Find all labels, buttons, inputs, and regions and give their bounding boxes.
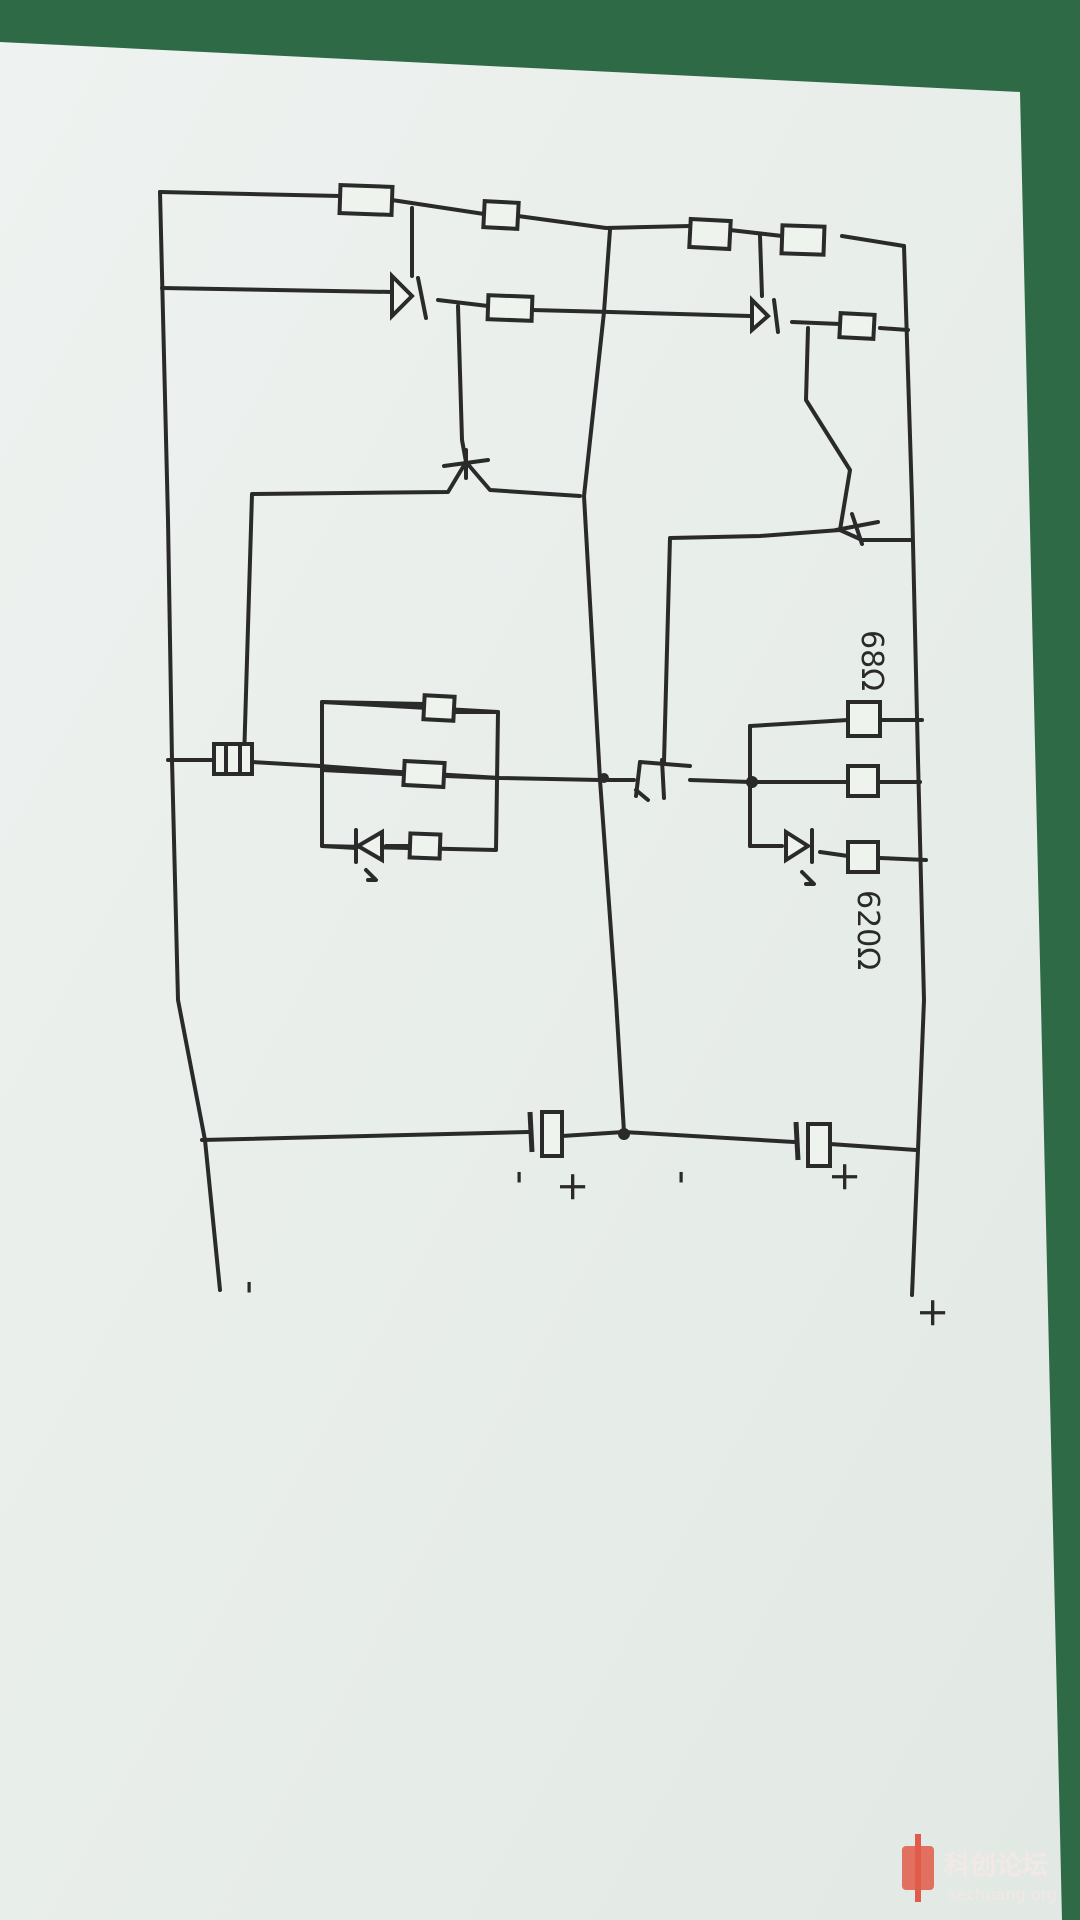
watermark: 科创论坛 kechuang.org — [902, 1834, 1057, 1904]
led-right — [784, 828, 816, 886]
resistor — [779, 223, 827, 257]
resistor — [337, 183, 395, 217]
resistor — [407, 831, 443, 861]
watermark-cn-text: 科创论坛 — [944, 1851, 1048, 1881]
resistor — [837, 311, 877, 341]
resistor — [485, 293, 535, 323]
transistor-3 — [212, 742, 254, 776]
resistor-620-ohm — [846, 840, 880, 874]
led-left — [354, 828, 384, 882]
capacitor-1 — [527, 1110, 564, 1158]
diodes — [354, 271, 816, 886]
label-cap2-plus: + — [822, 1160, 868, 1194]
capacitors — [527, 1110, 832, 1168]
resistors — [337, 183, 882, 874]
resistor — [421, 693, 457, 723]
watermark-url: kechuang.org — [948, 1885, 1057, 1904]
diode-top-left — [390, 271, 428, 321]
diode-top-right — [750, 295, 780, 335]
labels: 68Ω 620Ω - + - + - + — [228, 630, 956, 1330]
label-cap1-plus: + — [550, 1170, 596, 1204]
label-620-ohm: 620Ω — [850, 890, 885, 970]
transistor-1 — [442, 448, 490, 480]
label-mid-minus: - — [660, 1170, 706, 1184]
label-cap1-minus: - — [498, 1170, 544, 1184]
kechuang-logo-icon — [902, 1834, 934, 1902]
transistors — [212, 448, 880, 802]
label-bottom-right-plus: + — [910, 1296, 956, 1330]
paper-sheet — [0, 42, 1062, 1920]
resistor — [401, 758, 447, 790]
label-bottom-left-minus: - — [228, 1280, 274, 1294]
capacitor-2 — [793, 1121, 832, 1168]
transistor-2 — [834, 512, 880, 546]
resistor-68-ohm — [846, 700, 882, 738]
resistor — [687, 216, 733, 252]
transistor-4 — [634, 758, 692, 802]
resistor — [481, 199, 521, 231]
junction-dots — [599, 773, 758, 1140]
label-68-ohm: 68Ω — [854, 630, 889, 691]
resistor — [846, 764, 880, 798]
